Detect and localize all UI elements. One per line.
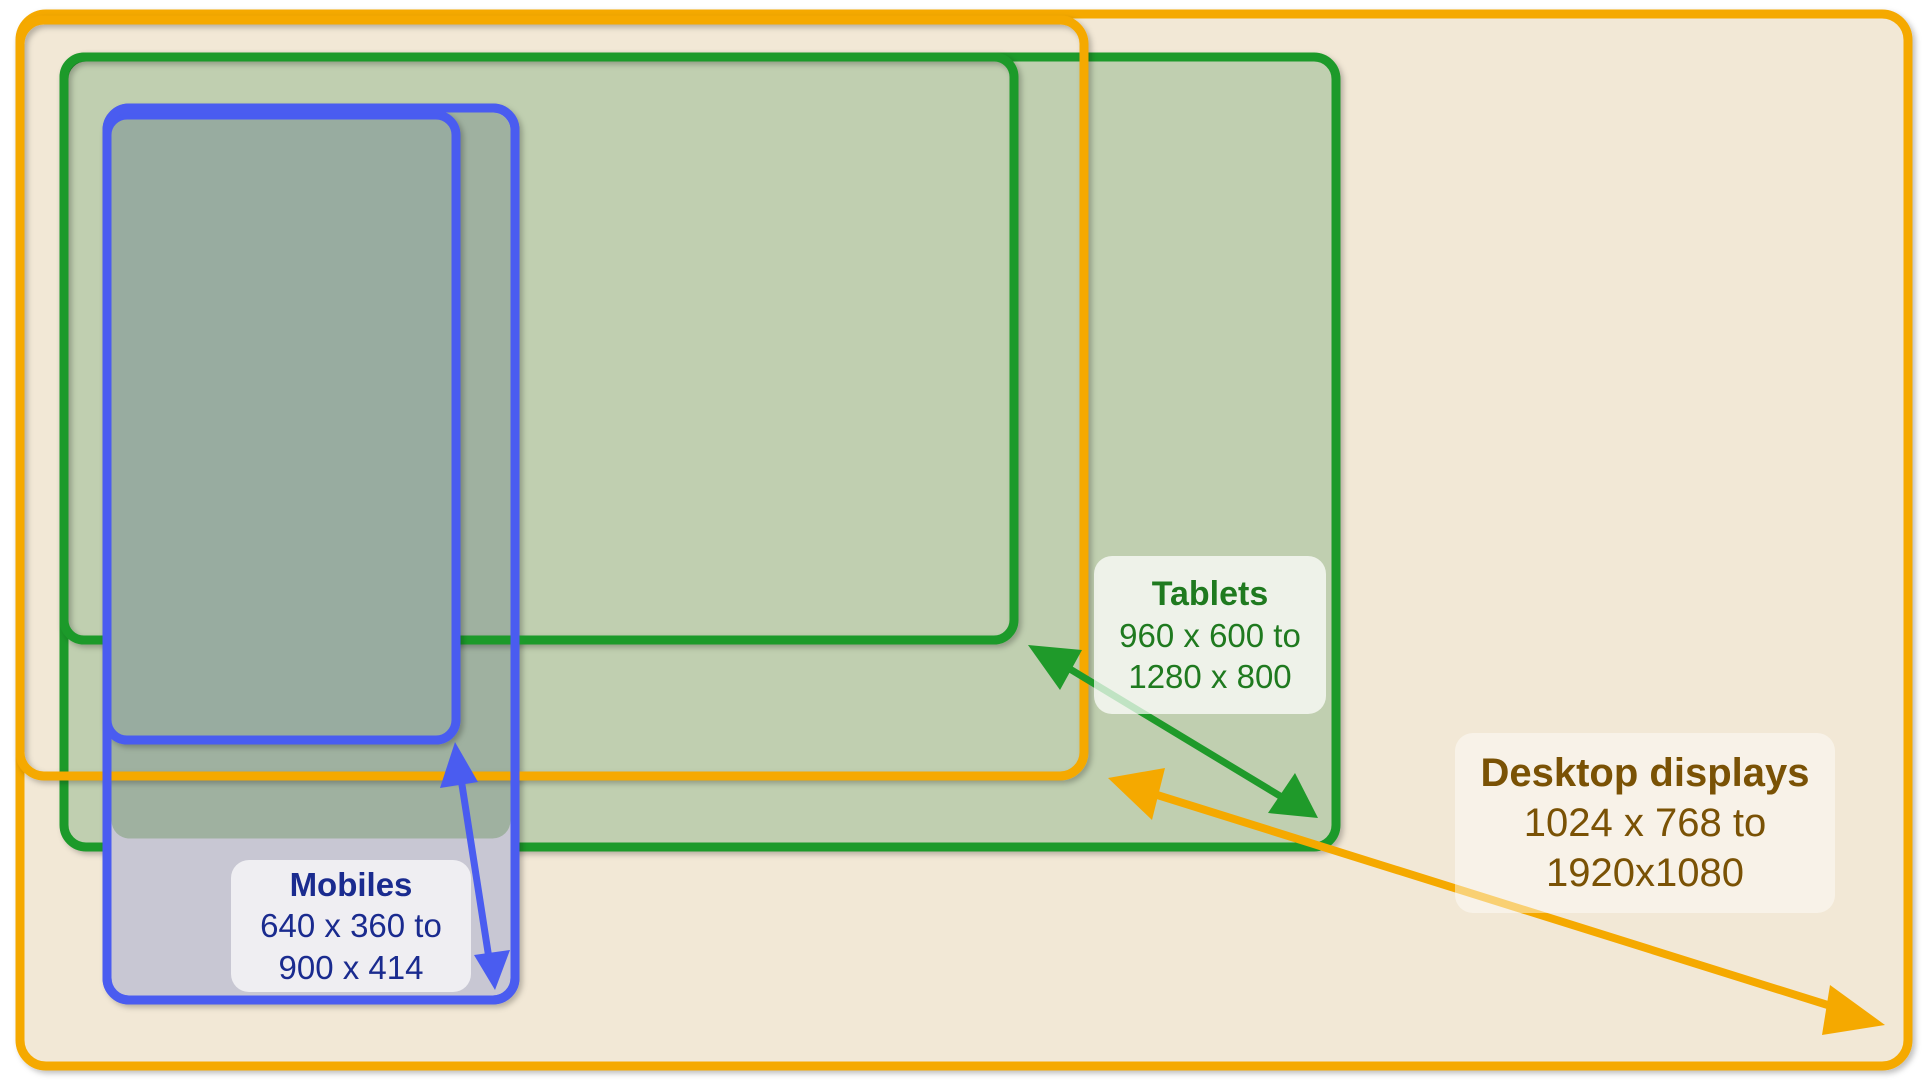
tablet-min-frame [59,52,1019,645]
desktop-max-size: 1920x1080 [1546,851,1744,895]
desktop-min-size: 1024 x 768 to [1523,801,1767,845]
mobiles-title: Mobiles [289,866,413,904]
mobiles-label: Mobiles 640 x 360 to 900 x 414 [231,860,471,992]
tablets-label: Tablets 960 x 600 to 1280 x 800 [1094,556,1326,714]
desktop-title: Desktop displays [1480,751,1810,795]
tablets-max-size: 1280 x 800 [1128,658,1292,696]
tablets-min-size: 960 x 600 to [1119,617,1301,654]
mobile-min-frame [102,110,461,745]
mobiles-max-size: 900 x 414 [278,948,424,986]
desktop-range-arrow [1108,768,1885,1035]
mobiles-min-size: 640 x 360 to [260,907,442,945]
desktop-min-frame [15,15,1089,781]
tablets-title: Tablets [1151,574,1269,613]
mobile-max-outline [102,103,520,1005]
mobile-range-arrow [440,742,510,990]
desktop-label: Desktop displays 1024 x 768 to 1920x1080 [1455,733,1835,913]
